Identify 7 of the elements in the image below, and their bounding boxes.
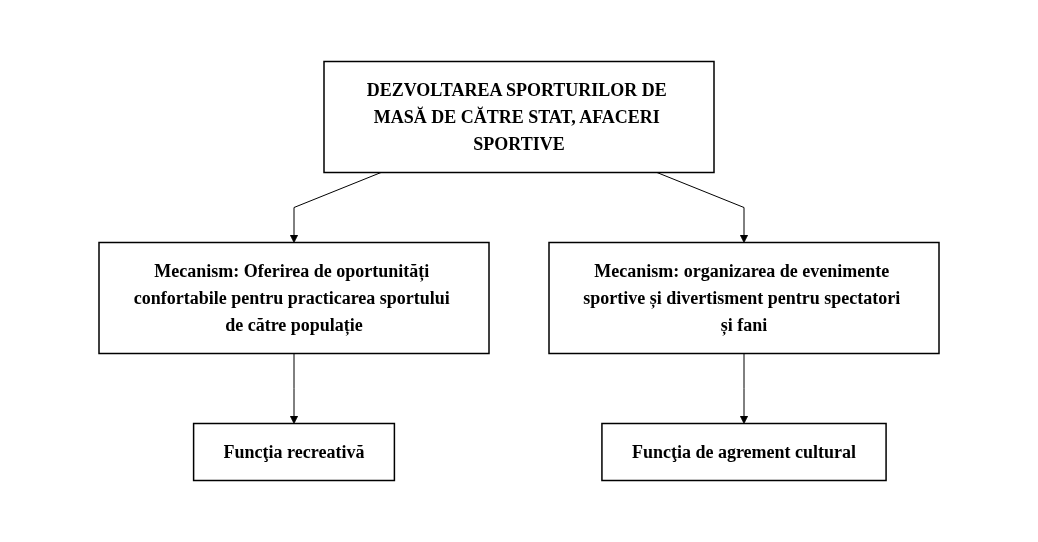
node-box: Mecanism: organizarea de evenimente sportive și divertisment pentru spectatori și fani [548,241,940,355]
node-box: Mecanism: Oferirea de oportunități confortabile pentru practicarea sportului de către populație [98,241,490,355]
node-box: DEZVOLTAREA SPORTURILOR DE MASĂ DE CĂTRE STAT, AFACERI SPORTIVE [323,60,715,174]
arrow [739,353,749,424]
node-box: Funcţia recreativă [192,422,396,482]
node-box: Funcţia de agrement cultural [601,422,887,482]
arrow [289,353,299,424]
